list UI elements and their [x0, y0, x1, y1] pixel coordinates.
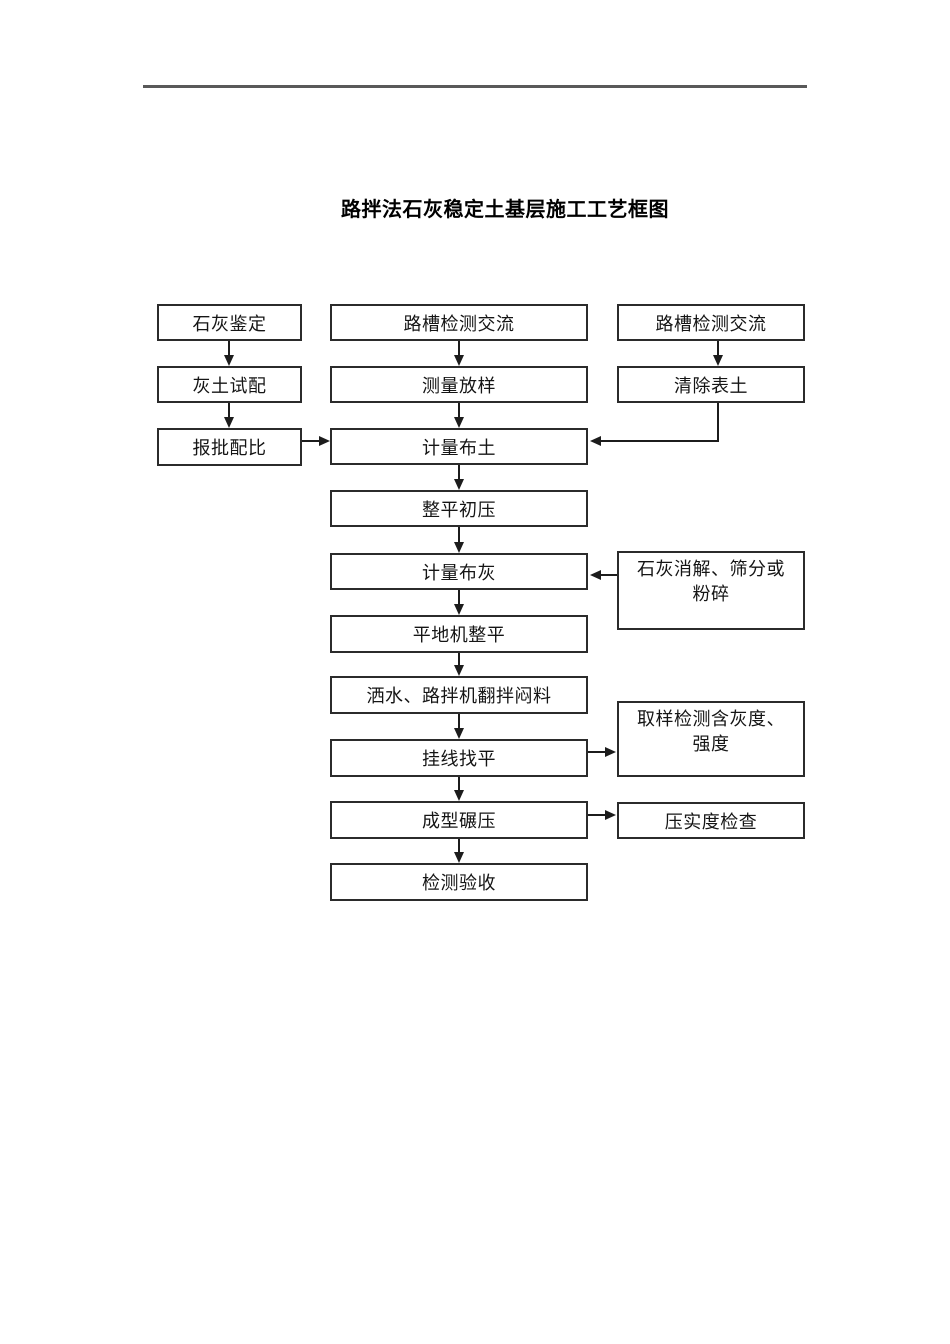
- flow-box-label: 石灰鉴定: [192, 313, 267, 334]
- arrow-down: [454, 403, 464, 428]
- arrow-down: [454, 465, 464, 490]
- page-title: 路拌法石灰稳定土基层施工工艺框图: [341, 199, 669, 221]
- flow-box-water-mix: 洒水、路拌机翻拌闷料: [330, 676, 588, 714]
- arrow-down: [713, 341, 723, 366]
- flow-box-sampling-test: 取样检测含灰度、 强度: [617, 701, 805, 777]
- flow-box-ratio-approval: 报批配比: [157, 428, 302, 466]
- arrow-right: [302, 436, 330, 446]
- flow-box-label: 计量布灰: [422, 562, 496, 583]
- flow-box-clear-topsoil: 清除表土: [617, 366, 805, 403]
- arrow-down: [454, 341, 464, 366]
- flow-box-label: 挂线找平: [422, 749, 496, 769]
- flow-box-label-line1: 石灰消解、筛分或: [637, 559, 785, 579]
- flow-box-label: 清除表土: [674, 375, 748, 396]
- flow-box-label: 报批配比: [192, 438, 267, 458]
- flow-box-label: 平地机整平: [412, 625, 506, 645]
- arrow-down: [454, 653, 464, 676]
- flow-box-label-line2: 粉碎: [692, 584, 730, 604]
- flow-box-label: 成型碾压: [422, 811, 496, 831]
- flow-box-label-line2: 强度: [692, 734, 730, 754]
- flow-box-label: 测量放样: [422, 375, 496, 396]
- flow-box-label: 路槽检测交流: [655, 313, 767, 334]
- flow-box-grader-leveling: 平地机整平: [330, 615, 588, 653]
- flow-box-roadbed-inspection-right: 路槽检测交流: [617, 304, 805, 341]
- flow-box-label: 计量布土: [422, 437, 496, 458]
- flow-box-lime-soil-trial-mix: 灰土试配: [157, 366, 302, 403]
- arrow-down: [454, 714, 464, 739]
- arrow-down: [454, 527, 464, 553]
- flow-box-compaction-check: 压实度检查: [617, 802, 805, 839]
- flow-box-label: 洒水、路拌机翻拌闷料: [366, 686, 552, 706]
- flow-box-forming-rolling: 成型碾压: [330, 801, 588, 839]
- flow-box-label: 检测验收: [422, 873, 496, 893]
- arrow-down: [454, 839, 464, 863]
- flow-box-level-initial-rolling: 整平初压: [330, 490, 588, 527]
- flow-box-label: 压实度检查: [664, 811, 758, 832]
- arrow-left: [590, 570, 617, 580]
- flow-box-lime-digestion: 石灰消解、筛分或 粉碎: [617, 551, 805, 630]
- arrow-down: [224, 403, 234, 428]
- flow-box-inspection-acceptance: 检测验收: [330, 863, 588, 901]
- flow-box-measure-spread-lime: 计量布灰: [330, 553, 588, 590]
- arrow-elbow-left: [590, 403, 719, 446]
- arrow-right: [588, 810, 616, 820]
- arrow-down: [454, 777, 464, 801]
- flow-box-label: 整平初压: [422, 499, 496, 520]
- flow-box-label: 路槽检测交流: [403, 313, 515, 334]
- flow-box-roadbed-inspection-mid: 路槽检测交流: [330, 304, 588, 341]
- flow-box-lime-identification: 石灰鉴定: [157, 304, 302, 341]
- arrow-right: [588, 747, 616, 757]
- arrow-down: [224, 341, 234, 366]
- flow-box-measure-spread-soil: 计量布土: [330, 428, 588, 465]
- flow-box-label: 灰土试配: [192, 375, 267, 396]
- flow-box-survey-layout: 测量放样: [330, 366, 588, 403]
- header-rule: [143, 85, 807, 88]
- flow-box-line-leveling: 挂线找平: [330, 739, 588, 777]
- flow-box-label-line1: 取样检测含灰度、: [637, 709, 785, 729]
- arrow-down: [454, 590, 464, 615]
